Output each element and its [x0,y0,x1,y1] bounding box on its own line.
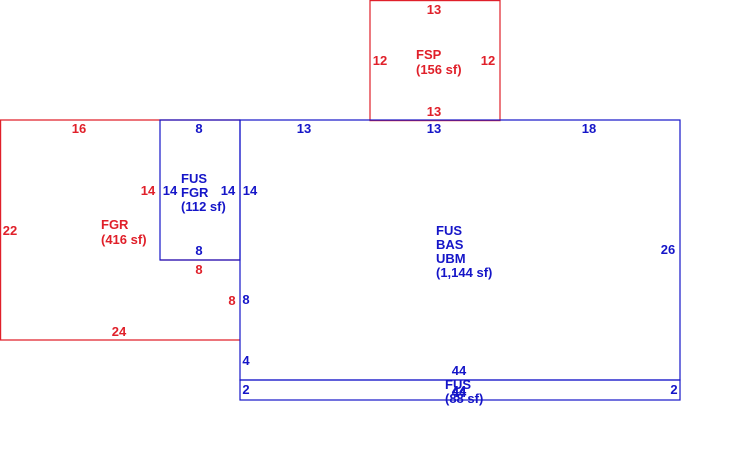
main-label-line-3: UBM [436,251,466,266]
main-dim-top-left: 13 [297,121,311,136]
fsp-dim-bottom: 13 [427,104,441,119]
main-dim-left-upper: 14 [243,183,258,198]
main-dim-top-mid: 13 [427,121,441,136]
fus-strip-dim-top: 44 [452,383,467,398]
fus-fgr-dim-top: 8 [195,121,202,136]
fgr-label-line-2: (416 sf) [101,232,147,247]
fus-fgr-dim-left: 14 [163,183,178,198]
main-dim-right: 26 [661,242,675,257]
fus-fgr-label-line-1: FUS [181,171,207,186]
fus-strip-dim-bottom: 44 [452,385,467,400]
fgr-dim-top: 16 [72,121,86,136]
fsp-dim-left: 12 [373,53,387,68]
fgr-dim-bottom: 24 [112,324,127,339]
fgr-dim-left: 22 [3,223,17,238]
fus-fgr-label-line-3: (112 sf) [181,199,226,214]
fus-strip-label-line-1: FUS [445,377,471,392]
fgr-dim-notch-bottom: 8 [195,262,202,277]
main-dim-top-right: 18 [582,121,596,136]
fgr-dim-notch-right: 8 [228,293,235,308]
main-label-line-1: FUS [436,223,462,238]
fus-fgr-label-line-2: FGR [181,185,209,200]
fus-strip-dim-right: 2 [670,382,677,397]
fus-strip-dim-left: 2 [242,382,249,397]
fsp-label-line-2: (156 sf) [416,62,462,77]
main-dim-left-lower: 8 [242,292,249,307]
fus-strip-label-line-2: (88 sf) [445,391,483,406]
main-label-line-2: BAS [436,237,464,252]
main-label-line-4: (1,144 sf) [436,265,492,280]
fus-fgr-dim-bottom: 8 [195,243,202,258]
fus-strip-outline [239,379,681,401]
fgr-dim-inner-right: 14 [141,183,156,198]
fgr-outline [0,119,240,341]
fus-fgr-dim-right: 14 [221,183,236,198]
fgr-label-line-1: FGR [101,217,129,232]
fsp-dim-top: 13 [427,2,441,17]
fsp-dim-right: 12 [481,53,495,68]
fsp-label-line-1: FSP [416,47,442,62]
main-dim-left-bottom: 4 [242,353,250,368]
main-dim-bottom: 44 [452,363,467,378]
